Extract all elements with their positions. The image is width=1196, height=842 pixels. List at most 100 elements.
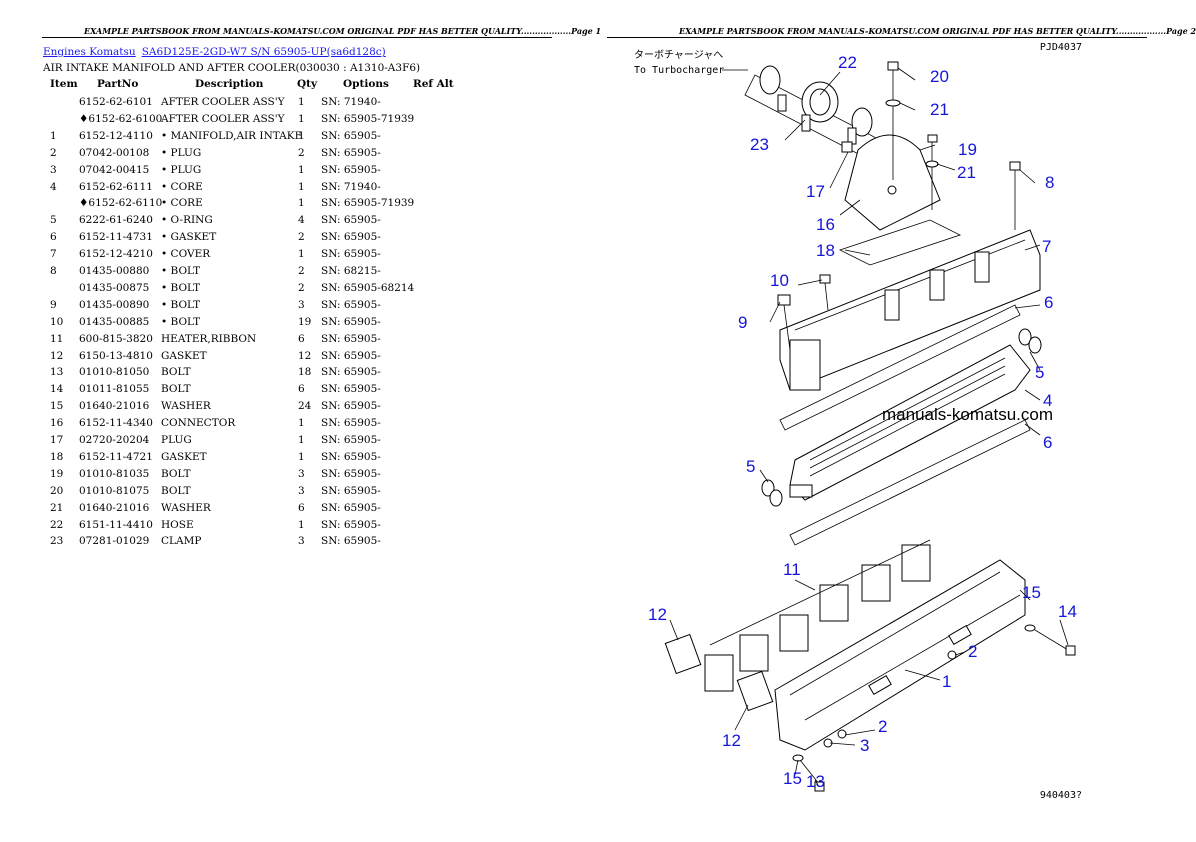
cell-description: • BOLT: [161, 281, 201, 294]
callout-9: 9: [738, 313, 747, 332]
cell-qty: 6: [298, 501, 305, 514]
col-qty: Qty: [297, 78, 318, 90]
cell-partno: 6152-12-4110: [79, 129, 153, 142]
cell-options: SN: 65905-: [321, 214, 381, 227]
cell-options: SN: 65905-: [321, 298, 381, 311]
page-2-header: EXAMPLE PARTSBOOK FROM MANUALS-KOMATSU.C…: [679, 26, 1196, 36]
cell-options: SN: 65905-: [321, 366, 381, 379]
callout-2: 2: [968, 642, 977, 661]
cell-options: SN: 65905-71939: [321, 197, 415, 210]
cell-qty: 1: [298, 96, 305, 108]
cell-qty: 18: [298, 366, 312, 379]
cell-options: SN: 65905-: [321, 400, 381, 413]
gasket-18: [838, 219, 962, 266]
cell-options: SN: 71940-: [321, 96, 381, 108]
cell-description: WASHER: [161, 501, 211, 514]
cell-item: 10: [50, 315, 64, 328]
cell-partno: 01435-00890: [79, 298, 150, 311]
cell-qty: 1: [298, 129, 305, 142]
cell-description: • PLUG: [161, 146, 202, 159]
cell-qty: 1: [298, 180, 305, 193]
cell-partno: 01640-21016: [79, 501, 150, 514]
callout-15: 15: [1022, 583, 1041, 602]
cell-options: SN: 65905-: [321, 163, 381, 176]
cell-options: SN: 65905-: [321, 315, 381, 328]
cell-qty: 1: [298, 248, 305, 261]
cell-item: 22: [50, 518, 64, 531]
cell-description: PLUG: [161, 434, 192, 446]
col-options: Options: [343, 78, 389, 90]
cell-partno: 600-815-3820: [79, 332, 153, 345]
drawing-code-bottom: 940403?: [1040, 790, 1082, 801]
callout-23: 23: [750, 135, 769, 154]
cell-partno: 01010-81050: [79, 366, 150, 379]
page-2: EXAMPLE PARTSBOOK FROM MANUALS-KOMATSU.C…: [595, 0, 1196, 842]
cell-options: SN: 65905-: [321, 535, 381, 548]
cell-qty: 2: [298, 146, 305, 159]
callout-6b: 6: [1043, 433, 1052, 452]
cell-partno: 01011-81055: [79, 383, 150, 396]
hose-assembly: [744, 65, 881, 161]
cell-description: BOLT: [161, 366, 191, 379]
exploded-parts-diagram: PJD4037 ターボチャージャへ To Turbocharger: [634, 42, 1082, 801]
breadcrumb-link-engines[interactable]: Engines Komatsu: [43, 46, 136, 58]
cell-qty: 2: [298, 265, 305, 277]
callout-6: 6: [1044, 293, 1053, 312]
col-item: Item: [50, 78, 78, 90]
cell-description: WASHER: [161, 400, 211, 413]
callout-10: 10: [770, 271, 789, 290]
callout-22: 22: [838, 53, 857, 72]
cell-item: 17: [50, 434, 64, 446]
cell-description: BOLT: [161, 467, 191, 480]
cell-partno: 6152-62-6111: [79, 180, 153, 193]
cell-item: 15: [50, 400, 64, 413]
cell-options: SN: 65905-: [321, 129, 381, 142]
bolts-13-14: [792, 624, 1076, 792]
cell-partno: 07281-01029: [79, 535, 150, 548]
cell-qty: 3: [298, 298, 305, 311]
cell-description: CLAMP: [161, 535, 202, 548]
cell-options: SN: 65905-: [321, 332, 381, 345]
breadcrumb-link-model[interactable]: SA6D125E-2GD-W7 S/N 65905-UP(sa6d128c): [141, 46, 386, 58]
cell-item: 20: [50, 484, 64, 497]
cell-options: SN: 65905-: [321, 417, 381, 430]
cell-options: SN: 65905-: [321, 484, 381, 497]
cell-partno: 02720-20204: [79, 434, 150, 446]
cell-description: • MANIFOLD,AIR INTAKE: [161, 129, 303, 142]
jp-turbo-label: ターボチャージャへ: [634, 49, 723, 61]
cell-partno: 6152-11-4731: [79, 231, 153, 244]
callout-15b: 15: [783, 769, 802, 788]
cell-partno: 01435-00875: [79, 281, 150, 294]
callout-20: 20: [930, 67, 949, 86]
cell-qty: 1: [298, 434, 305, 446]
cell-item: 23: [50, 535, 64, 548]
cell-partno: 01010-81035: [79, 467, 150, 480]
cell-options: SN: 65905-: [321, 349, 381, 362]
cell-item: 18: [50, 450, 64, 463]
drawing-code-top: PJD4037: [1040, 42, 1082, 53]
cell-options: SN: 65905-: [321, 467, 381, 480]
cell-description: • COVER: [161, 248, 211, 261]
cell-qty: 2: [298, 231, 305, 244]
cell-partno: ♦6152-62-6100: [79, 112, 163, 125]
cell-qty: 4: [298, 214, 305, 227]
o-ring-5-upper-b: [1028, 336, 1042, 354]
cell-item: 11: [50, 332, 64, 345]
cell-partno: 6222-61-6240: [79, 214, 153, 227]
cell-options: SN: 65905-: [321, 231, 381, 244]
callout-21b: 21: [957, 163, 976, 182]
o-ring-5-lower-b: [769, 489, 783, 507]
cell-description: • BOLT: [161, 315, 201, 328]
breadcrumb: Engines Komatsu SA6D125E-2GD-W7 S/N 65905…: [43, 46, 386, 58]
cell-partno: 07042-00415: [79, 163, 150, 176]
cell-item: 9: [50, 298, 57, 311]
cell-partno: 07042-00108: [79, 146, 150, 159]
col-refalt: Ref Alt: [413, 78, 454, 90]
callout-19: 19: [958, 140, 977, 159]
callout-14: 14: [1058, 602, 1077, 621]
callout-4: 4: [1043, 391, 1052, 410]
cell-description: GASKET: [161, 349, 207, 362]
cell-description: • PLUG: [161, 163, 202, 176]
cell-partno: 01435-00885: [79, 315, 150, 328]
cell-item: 12: [50, 349, 64, 362]
